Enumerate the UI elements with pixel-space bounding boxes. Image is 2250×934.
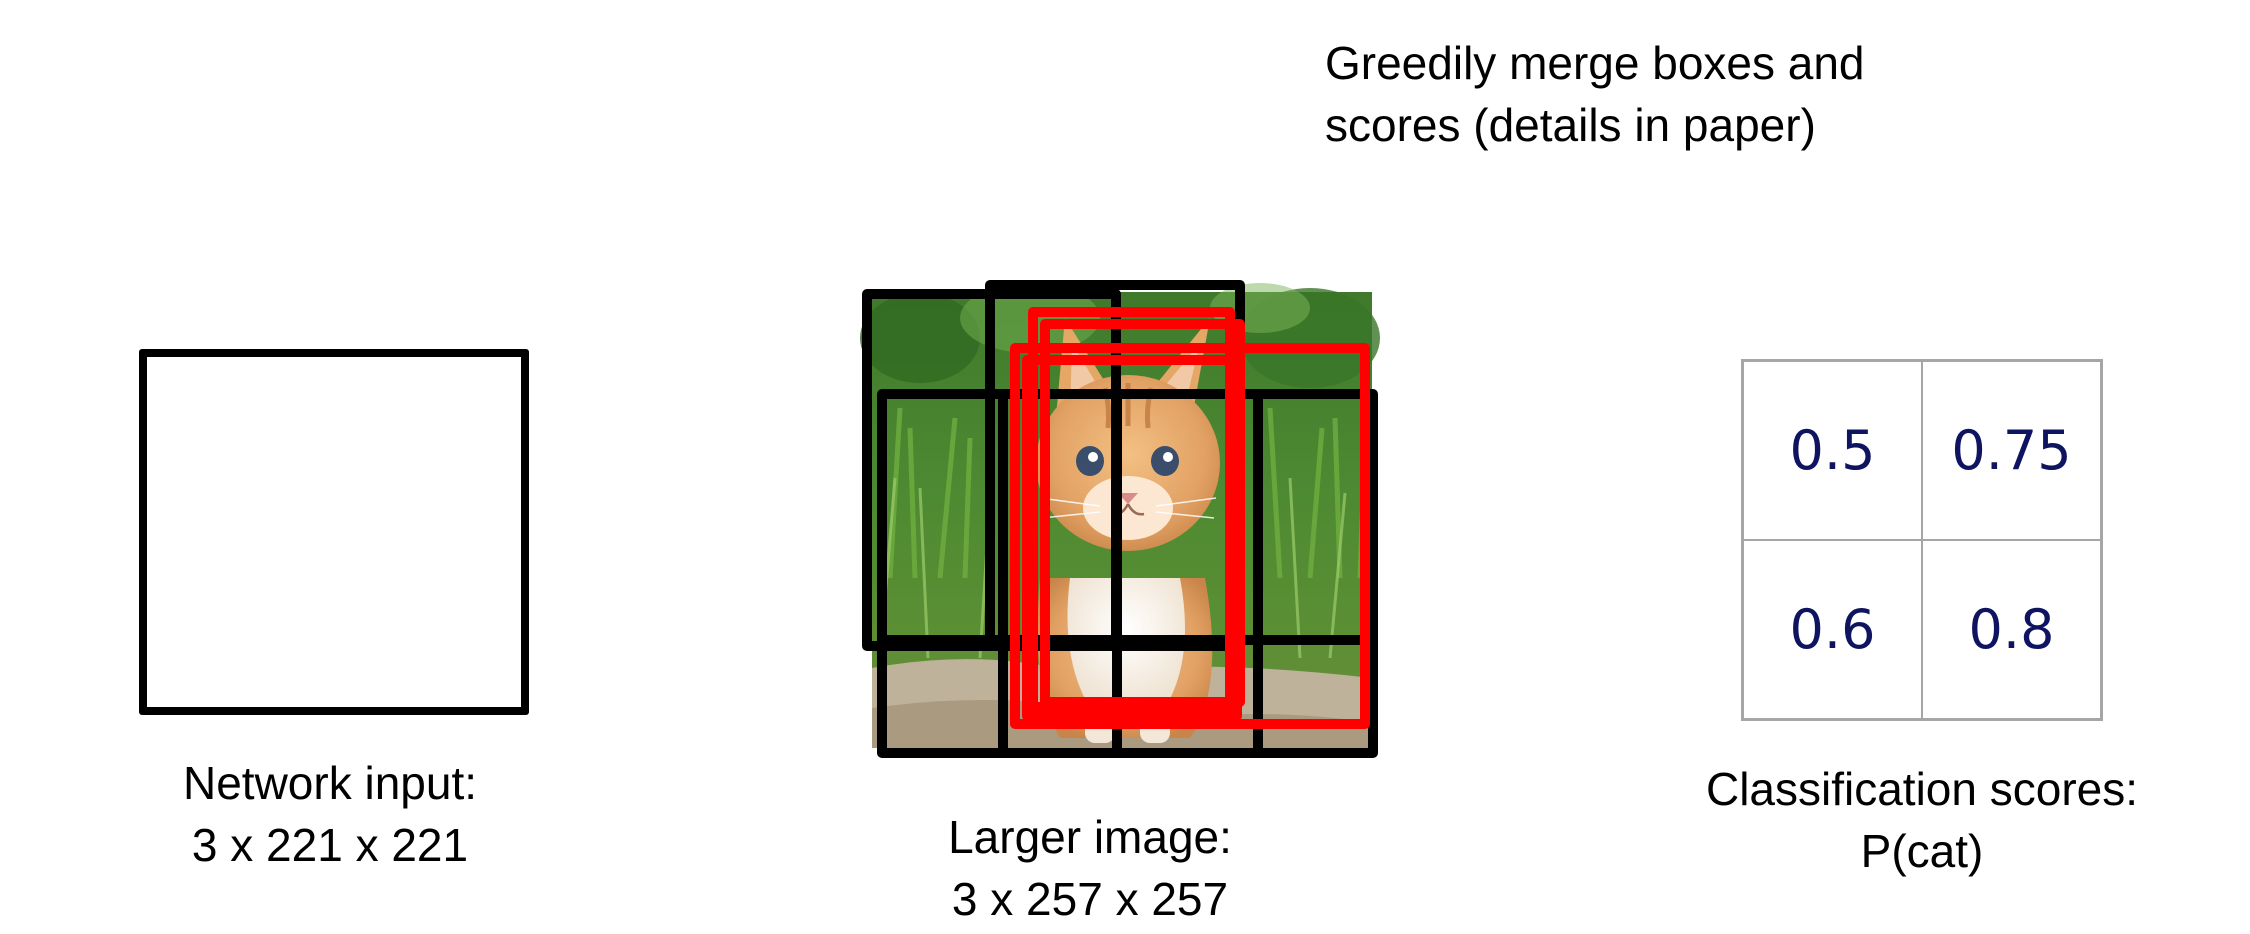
- black-box-bottom-right: [998, 389, 1378, 758]
- classification-target: P(cat): [1860, 825, 1984, 877]
- classification-caption: Classification scores: P(cat): [1672, 758, 2172, 882]
- larger-image-label: Larger image:: [948, 811, 1232, 863]
- larger-image-dims: 3 x 257 x 257: [951, 873, 1229, 925]
- network-input-caption: Network input: 3 x 221 x 221: [130, 752, 530, 876]
- header-note-line-2: scores (details in paper): [1325, 99, 1816, 151]
- score-cell-bottom-left: 0.6: [1743, 540, 1922, 719]
- header-note-line-1: Greedily merge boxes and: [1325, 37, 1865, 89]
- red-box-3: [1010, 343, 1370, 729]
- network-input-box: [139, 349, 529, 715]
- larger-image-caption: Larger image: 3 x 257 x 257: [890, 806, 1290, 930]
- red-box-4: [1022, 355, 1242, 721]
- header-note: Greedily merge boxes and scores (details…: [1325, 32, 1865, 156]
- score-cell-top-right: 0.75: [1922, 361, 2101, 540]
- network-input-label: Network input:: [182, 757, 477, 809]
- classification-score-grid: 0.5 0.75 0.6 0.8: [1741, 359, 2103, 721]
- classification-label: Classification scores:: [1705, 763, 2139, 815]
- score-cell-bottom-right: 0.8: [1922, 540, 2101, 719]
- red-merged-boxes: [1010, 307, 1370, 729]
- network-input-dims: 3 x 221 x 221: [191, 819, 469, 871]
- score-cell-top-left: 0.5: [1743, 361, 1922, 540]
- kitten-image-with-boxes: [860, 280, 1380, 758]
- black-window-boxes: [862, 280, 1378, 758]
